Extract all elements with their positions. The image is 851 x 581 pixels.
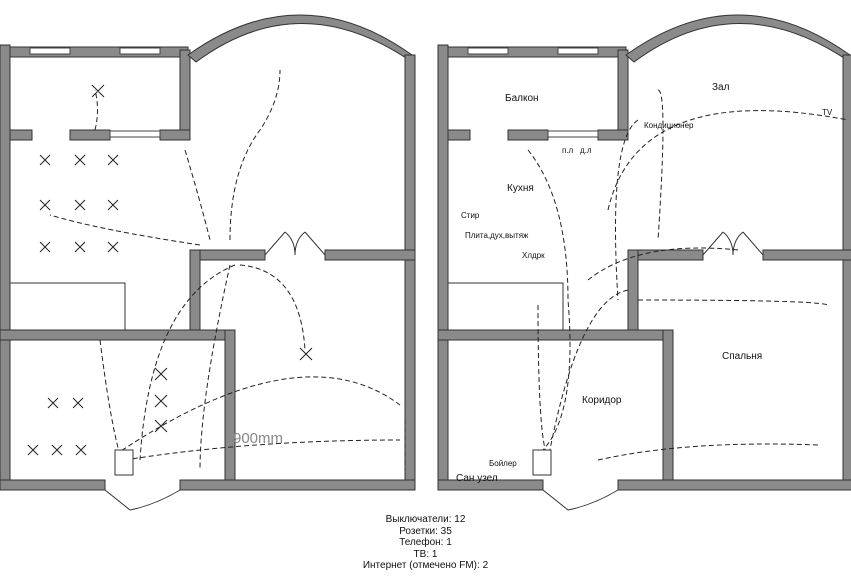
svg-text:Кондиционер: Кондиционер [644, 121, 694, 130]
dimension-label: 900mm [233, 430, 283, 447]
left-plan: 900mm [0, 14, 416, 511]
legend-switches: Выключатели: 12 [385, 514, 466, 525]
svg-text:TV: TV [822, 108, 833, 117]
room-corridor: Коридор [582, 395, 622, 406]
room-kitchen: Кухня [507, 183, 534, 194]
svg-text:Стир: Стир [461, 211, 480, 220]
room-labels: Балкон Зал Кухня Спальня Коридор Сан узе… [456, 82, 762, 484]
room-hall: Зал [712, 82, 730, 93]
legend-phone: Телефон: 1 [399, 537, 452, 548]
wiring [49, 69, 406, 471]
ceiling-lights [27, 84, 313, 456]
right-plan [437, 14, 851, 511]
svg-text:Бойлер: Бойлер [489, 459, 517, 468]
fixture-labels: Кондиционер Стир Плита,дух,вытяж Хлдрк Б… [461, 108, 833, 468]
legend-tv: ТВ: 1 [413, 548, 438, 560]
room-bathroom: Сан узел [456, 473, 498, 484]
legend-sockets: Розетки: 35 [399, 525, 452, 537]
svg-text:Хлдрк: Хлдрк [522, 251, 545, 260]
legend-internet: Интернет (отмечено FM): 2 [362, 560, 489, 571]
electrical-panel [114, 449, 134, 476]
room-balcony: Балкон [505, 93, 539, 104]
svg-text:д.л: д.л [580, 146, 592, 155]
svg-text:Плита,дух,вытяж: Плита,дух,вытяж [465, 231, 529, 240]
legend: Выключатели: 12 Розетки: 35 Телефон: 1 Т… [0, 514, 851, 572]
room-bedroom: Спальня [722, 351, 762, 362]
svg-text:п.л: п.л [562, 146, 574, 155]
